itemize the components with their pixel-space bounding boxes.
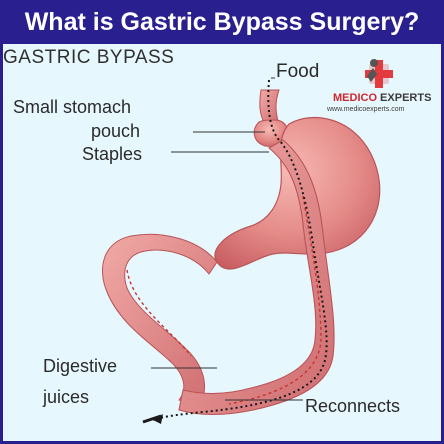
page-title: What is Gastric Bypass Surgery? — [24, 7, 420, 36]
duodenal-limb — [101, 233, 218, 407]
diagram-heading: GASTRIC BYPASS — [3, 47, 175, 68]
diagram-panel: GASTRIC BYPASS Food Small stomach pouch … — [3, 44, 441, 441]
roux-staple-line — [228, 195, 322, 405]
label-reconnects: Reconnects — [305, 396, 401, 416]
label-staples: Staples — [82, 144, 143, 164]
food-exit-arrow — [142, 414, 162, 424]
logo-figure-icon — [365, 59, 393, 88]
roux-limb — [178, 139, 335, 415]
label-small-stomach: Small stomach — [13, 97, 132, 117]
label-food: Food — [276, 61, 320, 82]
label-digestive: Digestive — [43, 356, 118, 376]
duodenal-staple-line — [126, 269, 192, 357]
logo-brand-red: MEDICO — [333, 92, 377, 104]
medico-experts-logo: MEDICO EXPERTS www.medicoexperts.com — [327, 56, 439, 116]
label-juices: juices — [43, 387, 90, 407]
label-pouch: pouch — [91, 121, 141, 141]
logo-brand-dark: EXPERTS — [377, 92, 432, 104]
logo-url: www.medicoexperts.com — [327, 106, 405, 113]
stomach-illustration — [101, 77, 381, 424]
logo-brand-text: MEDICO EXPERTS — [333, 92, 431, 104]
